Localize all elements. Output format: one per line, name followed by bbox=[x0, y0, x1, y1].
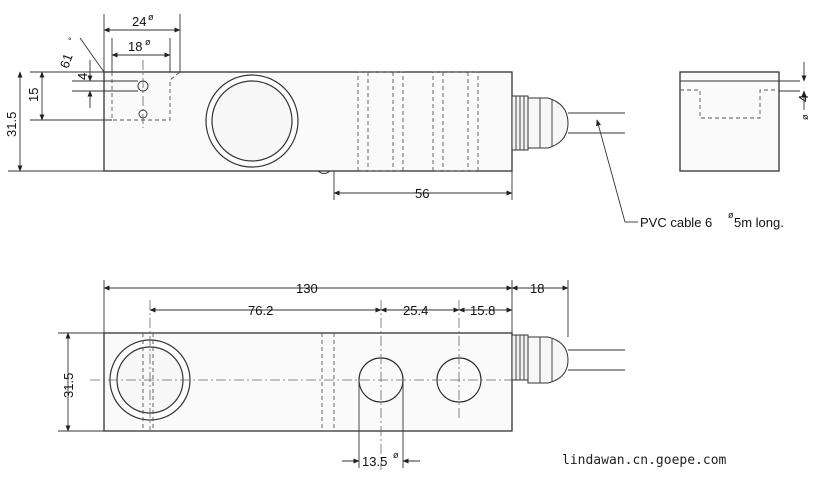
load-cell-body-end bbox=[679, 71, 780, 172]
cable-note-prefix: PVC cable 6 bbox=[640, 215, 712, 230]
dim-25-4: 25.4 bbox=[403, 303, 428, 318]
dim-angle-61: 61 bbox=[57, 52, 76, 71]
dim-length-130: 130 bbox=[296, 281, 318, 296]
top-view: 130 18 76.2 25.4 15.8 31.5 13.5 ø bbox=[58, 280, 625, 470]
thread-hidden-1 bbox=[357, 71, 404, 172]
cable-gland-top bbox=[511, 334, 569, 384]
cable-gland-side bbox=[511, 95, 569, 151]
end-hidden-pocket bbox=[680, 89, 779, 119]
thread-hidden-2 bbox=[432, 71, 479, 172]
svg-text:ø: ø bbox=[800, 114, 810, 120]
dim-width-18: 18 bbox=[128, 39, 142, 54]
load-cell-body-side bbox=[103, 71, 513, 172]
dim-offset-18: 18 bbox=[530, 281, 544, 296]
dim-height-15: 15 bbox=[26, 88, 41, 102]
end-dim-hole-4: 4 bbox=[796, 95, 811, 102]
label-circle-inner bbox=[211, 80, 293, 162]
bottom-notch bbox=[317, 170, 331, 174]
svg-text:ø: ø bbox=[148, 12, 154, 22]
svg-text:ø: ø bbox=[728, 210, 734, 220]
dim-length-56: 56 bbox=[415, 186, 429, 201]
dim-hole-13-5: 13.5 bbox=[362, 454, 387, 469]
end-view: 4 ø bbox=[679, 62, 811, 172]
cable-note: PVC cable 6 ø 5m long. bbox=[596, 119, 784, 230]
watermark-text: lindawan.cn.goepe.com bbox=[562, 453, 727, 468]
svg-text:ø: ø bbox=[393, 450, 399, 460]
left-mount-hidden bbox=[111, 71, 181, 121]
dim-76-2: 76.2 bbox=[248, 303, 273, 318]
side-view: 24 ø 18 ø 61 ° 4 15 31.5 56 bbox=[4, 12, 625, 201]
dim-hole-4: 4 bbox=[75, 73, 90, 80]
dim-15-8: 15.8 bbox=[470, 303, 495, 318]
dim-height-31-5: 31.5 bbox=[4, 112, 19, 137]
svg-text:ø: ø bbox=[145, 37, 151, 47]
svg-text:°: ° bbox=[68, 36, 72, 46]
cable-note-suffix: 5m long. bbox=[734, 215, 784, 230]
dim-top-height-31-5: 31.5 bbox=[61, 373, 76, 398]
dim-width-24: 24 bbox=[132, 14, 146, 29]
